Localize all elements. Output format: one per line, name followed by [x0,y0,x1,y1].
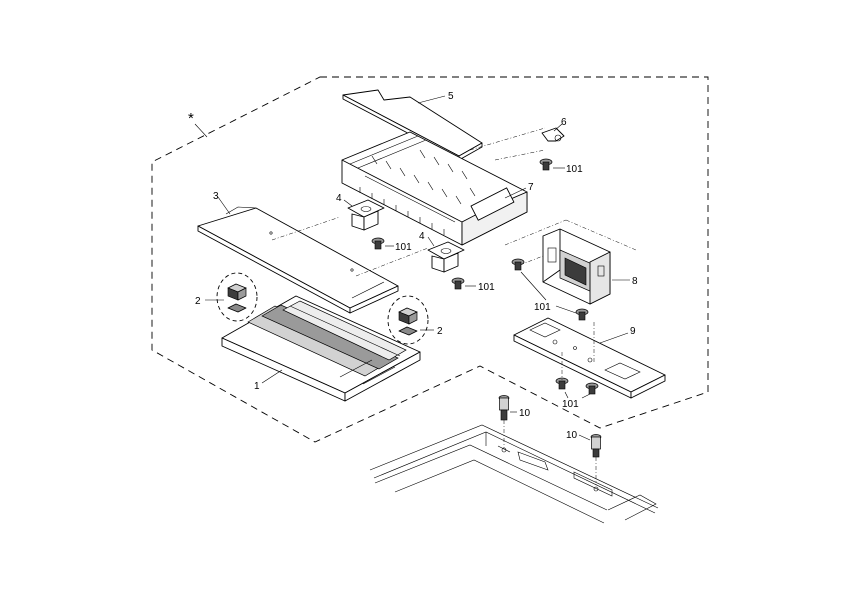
part-1-base-tray[interactable] [221,295,421,402]
screw-101-c[interactable] [451,277,465,290]
screw-101-b[interactable] [371,237,385,250]
chain-line-6 [469,127,546,151]
screw-101-f[interactable] [555,377,569,390]
part-9-bracket-plate[interactable] [513,317,666,399]
part-8-drive-unit[interactable] [542,228,611,305]
screw-101-g[interactable] [585,382,599,395]
screw-101-d[interactable] [511,258,525,271]
callout-101-d: 101 [534,302,551,313]
chain-line-3b [355,247,429,277]
callout-101-b: 101 [395,242,412,253]
callout-3: 3 [213,191,219,202]
part-2-pad-a[interactable] [216,272,258,322]
callout-8: 8 [632,276,638,287]
chain-line-8c [519,253,549,266]
screw-101-e[interactable] [575,308,589,321]
callout-2-b: 2 [437,326,443,337]
machine-frame [369,424,659,524]
screw-101-a[interactable] [539,158,553,171]
leader-9 [599,332,629,344]
part-2-pad-b[interactable] [387,295,429,345]
callout-9: 9 [630,326,636,337]
leader-101-d [520,271,547,301]
part-6-bracket[interactable] [541,127,565,142]
part-4-clip-b[interactable] [427,241,465,273]
leader-7 [504,187,527,199]
leader-101-e [555,305,577,314]
leader-101-g [581,393,591,399]
part-3-top-cover[interactable] [197,206,399,314]
leader-4-a [343,199,353,207]
group-marker-leader [194,123,208,138]
callout-5: 5 [448,91,454,102]
part-10-stud-b[interactable] [590,434,602,458]
part-7-scanner-rail[interactable] [341,131,528,246]
callout-101-e: 101 [562,399,579,410]
part-10-stud-a[interactable] [498,395,510,421]
rail-slots [371,149,476,205]
leader-1 [261,369,283,384]
chain-line-3a [271,216,341,241]
chain-line-6b [494,149,546,161]
callout-101-c: 101 [478,282,495,293]
chain-line-8b [565,219,637,251]
callout-4-a: 4 [336,193,342,204]
callout-10-b: 10 [566,430,578,441]
leader-101-f [564,391,569,399]
leader-4-b [427,236,435,247]
leader-5 [417,95,446,104]
callout-6: 6 [561,117,567,128]
group-marker: * [188,110,194,127]
rail-teeth [359,187,445,235]
callout-101-a: 101 [566,164,583,175]
callout-2-a: 2 [195,296,201,307]
callout-7: 7 [528,182,534,193]
chain-line-8a [504,219,567,246]
callout-10-a: 10 [519,408,531,419]
assembly-boundary [151,76,709,443]
part-4-clip-a[interactable] [347,199,385,231]
callout-4-b: 4 [419,231,425,242]
callout-1: 1 [254,381,260,392]
leader-6 [553,123,563,132]
leader-10-b [578,434,591,441]
leader-3 [217,196,231,215]
